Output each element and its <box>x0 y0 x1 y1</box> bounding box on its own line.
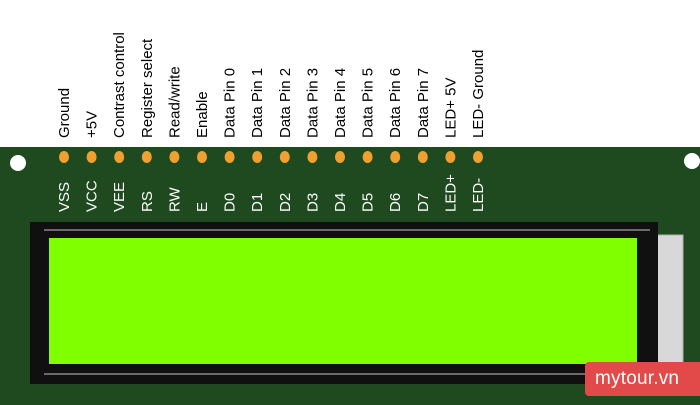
pin-pad-d3 <box>307 151 318 163</box>
pin-code-d3: D3 <box>304 193 321 212</box>
pin-function-d1: Data Pin 1 <box>249 68 266 138</box>
pin-function-vcc: +5V <box>84 111 101 138</box>
pin-code-vee: VEE <box>111 182 128 212</box>
pin-code-d6: D6 <box>387 193 404 212</box>
watermark-logo: mytour.vn <box>585 362 700 396</box>
pin-pad-ledplus <box>445 151 456 163</box>
pin-pad-e <box>197 151 207 163</box>
pin-function-d3: Data Pin 3 <box>304 68 321 138</box>
pin-function-vss: Ground <box>56 88 73 138</box>
pin-pad-d5 <box>362 151 373 163</box>
mounting-hole-left <box>10 155 26 171</box>
pin-pad-vee <box>114 151 125 163</box>
pin-pad-d1 <box>252 151 263 163</box>
pin-code-d4: D4 <box>332 193 349 212</box>
pin-function-e: Enable <box>194 91 211 138</box>
pin-code-ledminus: LED- <box>470 178 487 212</box>
pin-function-vee: Contrast control <box>111 32 128 138</box>
pin-code-ledplus: LED+ <box>442 174 459 212</box>
pin-code-vcc: VCC <box>84 180 101 212</box>
pin-function-d4: Data Pin 4 <box>332 68 349 138</box>
pin-pad-vss <box>59 151 69 163</box>
pin-code-d7: D7 <box>415 193 432 212</box>
pin-code-d2: D2 <box>277 193 294 212</box>
pin-code-d0: D0 <box>222 193 239 212</box>
pin-pad-vcc <box>86 151 97 163</box>
pin-code-d1: D1 <box>249 193 266 212</box>
pin-code-rs: RS <box>139 191 156 212</box>
mounting-hole-right <box>684 153 700 169</box>
pin-code-rw: RW <box>166 186 183 212</box>
pin-function-d2: Data Pin 2 <box>277 68 294 138</box>
pin-function-d0: Data Pin 0 <box>222 68 239 138</box>
lcd-screen <box>49 238 637 364</box>
pin-pad-rw <box>169 151 180 163</box>
pin-pad-d0 <box>224 151 235 163</box>
pin-function-d5: Data Pin 5 <box>360 68 377 138</box>
pin-function-ledplus: LED+ 5V <box>442 78 459 138</box>
pin-function-d6: Data Pin 6 <box>387 68 404 138</box>
pin-code-d5: D5 <box>360 193 377 212</box>
pin-pad-d4 <box>335 151 345 163</box>
pin-function-d7: Data Pin 7 <box>415 68 432 138</box>
pin-pad-rs <box>141 151 152 163</box>
pin-pad-d6 <box>390 151 401 163</box>
pin-pad-d7 <box>417 151 428 163</box>
pin-function-ledminus: LED- Ground <box>470 50 487 138</box>
pin-function-rw: Read/write <box>166 66 183 138</box>
pin-code-e: E <box>194 202 211 212</box>
pin-pad-ledminus <box>473 151 483 163</box>
pin-code-vss: VSS <box>56 182 73 212</box>
backlight-tab <box>654 234 684 366</box>
pin-pad-d2 <box>279 151 290 163</box>
pin-function-rs: Register select <box>139 38 156 138</box>
